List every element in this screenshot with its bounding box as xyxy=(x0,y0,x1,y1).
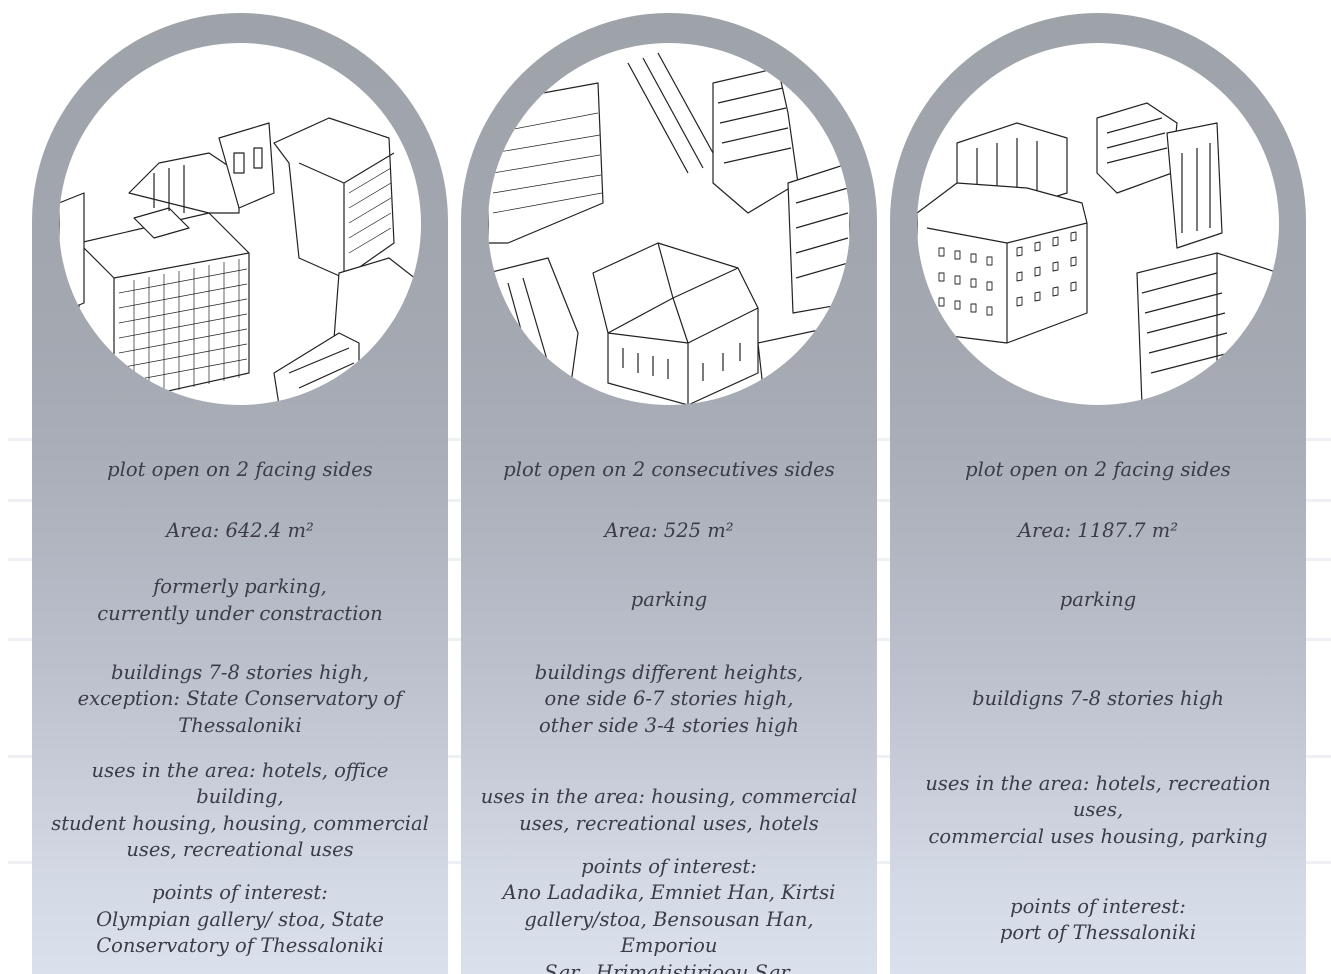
site-column-3: plot open on 2 facing sides Area: 1187.7… xyxy=(890,13,1306,974)
current-use-text: parking xyxy=(1059,588,1137,612)
area-text: Area: 1187.7 m² xyxy=(1017,519,1179,543)
plot-text: plot open on 2 consecutives sides xyxy=(503,457,835,481)
aerial-sketch-icon xyxy=(59,43,421,405)
buildings-text: buildings different heights, one side 6-… xyxy=(534,660,804,737)
points-of-interest-text: points of interest: Olympian gallery/ st… xyxy=(96,881,384,958)
aerial-sketch-icon xyxy=(917,43,1279,405)
points-of-interest-text: points of interest: port of Thessaloniki xyxy=(999,894,1197,945)
buildings-text: buildigns 7-8 stories high xyxy=(972,687,1224,711)
site-column-2: plot open on 2 consecutives sides Area: … xyxy=(461,13,877,974)
uses-text: uses in the area: housing, commercial us… xyxy=(480,785,858,835)
area-text: Area: 525 m² xyxy=(604,519,734,543)
site-column-1: plot open on 2 facing sides Area: 642.4 … xyxy=(32,13,448,974)
buildings-text: buildings 7-8 stories high, exception: S… xyxy=(77,660,403,737)
points-of-interest-text: points of interest: Ano Ladadika, Emniet… xyxy=(502,854,836,974)
uses-text: uses in the area: hotels, office buildin… xyxy=(51,758,429,862)
plot-text: plot open on 2 facing sides xyxy=(965,457,1231,481)
uses-text: uses in the area: hotels, recreation use… xyxy=(925,771,1271,848)
current-use-text: formerly parking, currently under constr… xyxy=(97,575,383,625)
area-text: Area: 642.4 m² xyxy=(166,519,314,543)
aerial-sketch-icon xyxy=(488,43,850,405)
plot-text: plot open on 2 facing sides xyxy=(107,457,373,481)
current-use-text: parking xyxy=(630,588,708,612)
